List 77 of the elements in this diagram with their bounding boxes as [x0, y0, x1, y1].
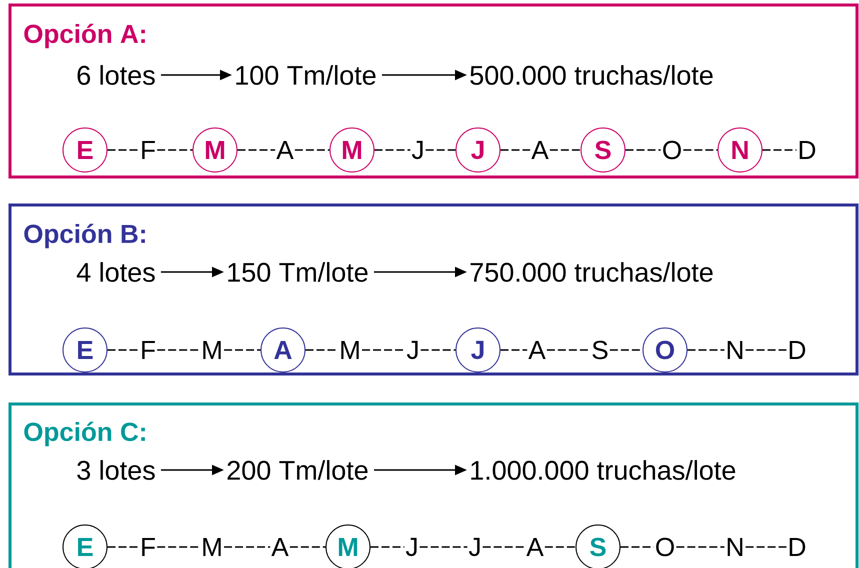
month-letter: M: [203, 341, 221, 359]
circled-month: J: [456, 128, 500, 172]
month-letter: A: [526, 538, 544, 556]
month-letter: N: [728, 538, 742, 556]
dashed-line: [426, 149, 456, 151]
month-letter: A: [528, 341, 546, 359]
dashed-line: [238, 149, 276, 151]
dashed-line: [306, 349, 338, 351]
flow-text: 4 lotes: [76, 262, 155, 282]
month-letter: S: [592, 340, 608, 360]
month-letter: O: [663, 140, 681, 160]
flow-text: 150 Tm/lote: [228, 262, 368, 282]
month-letter: J: [412, 140, 423, 160]
dashed-line: [108, 546, 139, 548]
dashed-line: [500, 349, 528, 351]
month-letter: J: [406, 340, 418, 360]
circled-month: M: [192, 128, 238, 172]
circled-month: N: [718, 128, 762, 172]
circled-month: M: [326, 524, 370, 568]
circled-month: A: [260, 328, 306, 372]
month-letter: J: [468, 538, 480, 556]
dashed-line: [370, 546, 404, 548]
circled-month: E: [62, 524, 108, 568]
dashed-line: [688, 349, 724, 351]
dashed-line: [544, 546, 576, 548]
month-letter: D: [790, 341, 806, 359]
flow-text: 1.000.000 truchas/lote: [471, 460, 736, 480]
dashed-line: [762, 149, 796, 151]
month-letter: D: [790, 538, 806, 556]
month-letter: J: [406, 538, 417, 556]
circled-month: S: [580, 128, 626, 172]
dashed-line: [224, 546, 270, 548]
dashed-line: [746, 349, 786, 351]
dashed-line: [290, 546, 326, 548]
dashed-line: [108, 149, 139, 151]
flow-text: 500.000 truchas/lote: [470, 65, 713, 85]
dashed-line: [626, 149, 661, 151]
flow-text: 200 Tm/lote: [228, 460, 368, 480]
dashed-line: [546, 349, 590, 351]
dashed-line: [500, 149, 530, 151]
month-letter: A: [271, 538, 289, 556]
dashed-line: [374, 149, 410, 151]
dashed-line: [224, 349, 260, 351]
dashed-line: [482, 546, 526, 548]
dashed-line: [420, 546, 468, 548]
circled-month: J: [456, 328, 500, 372]
circled-month: S: [576, 524, 620, 568]
month-letter: F: [142, 538, 155, 556]
dashed-line: [746, 546, 786, 548]
circled-month: O: [642, 328, 688, 372]
month-letter: A: [276, 141, 294, 159]
dashed-line: [362, 349, 406, 351]
flow-text: 6 lotes: [78, 65, 155, 85]
month-letter: F: [142, 141, 155, 159]
dashed-line: [108, 349, 139, 351]
dashed-line: [550, 149, 580, 151]
month-letter: M: [203, 538, 221, 556]
month-letter: F: [142, 341, 155, 359]
dashed-line: [420, 349, 456, 351]
flow-text: 3 lotes: [77, 460, 155, 480]
dashed-line: [157, 349, 200, 351]
month-letter: D: [800, 141, 816, 159]
dashed-line: [676, 546, 724, 548]
circled-month: E: [62, 328, 108, 372]
dashed-line: [294, 149, 330, 151]
month-letter: O: [656, 538, 674, 556]
month-letter: A: [531, 141, 549, 159]
circled-month: M: [330, 128, 374, 172]
flow-text: 100 Tm/lote: [236, 65, 376, 85]
circled-month: E: [62, 128, 108, 172]
dashed-line: [610, 349, 642, 351]
month-letter: M: [341, 341, 359, 359]
dashed-line: [157, 546, 200, 548]
dashed-line: [683, 149, 718, 151]
month-letter: N: [728, 341, 742, 359]
flow-text: 750.000 truchas/lote: [470, 262, 713, 282]
dashed-line: [157, 149, 192, 151]
